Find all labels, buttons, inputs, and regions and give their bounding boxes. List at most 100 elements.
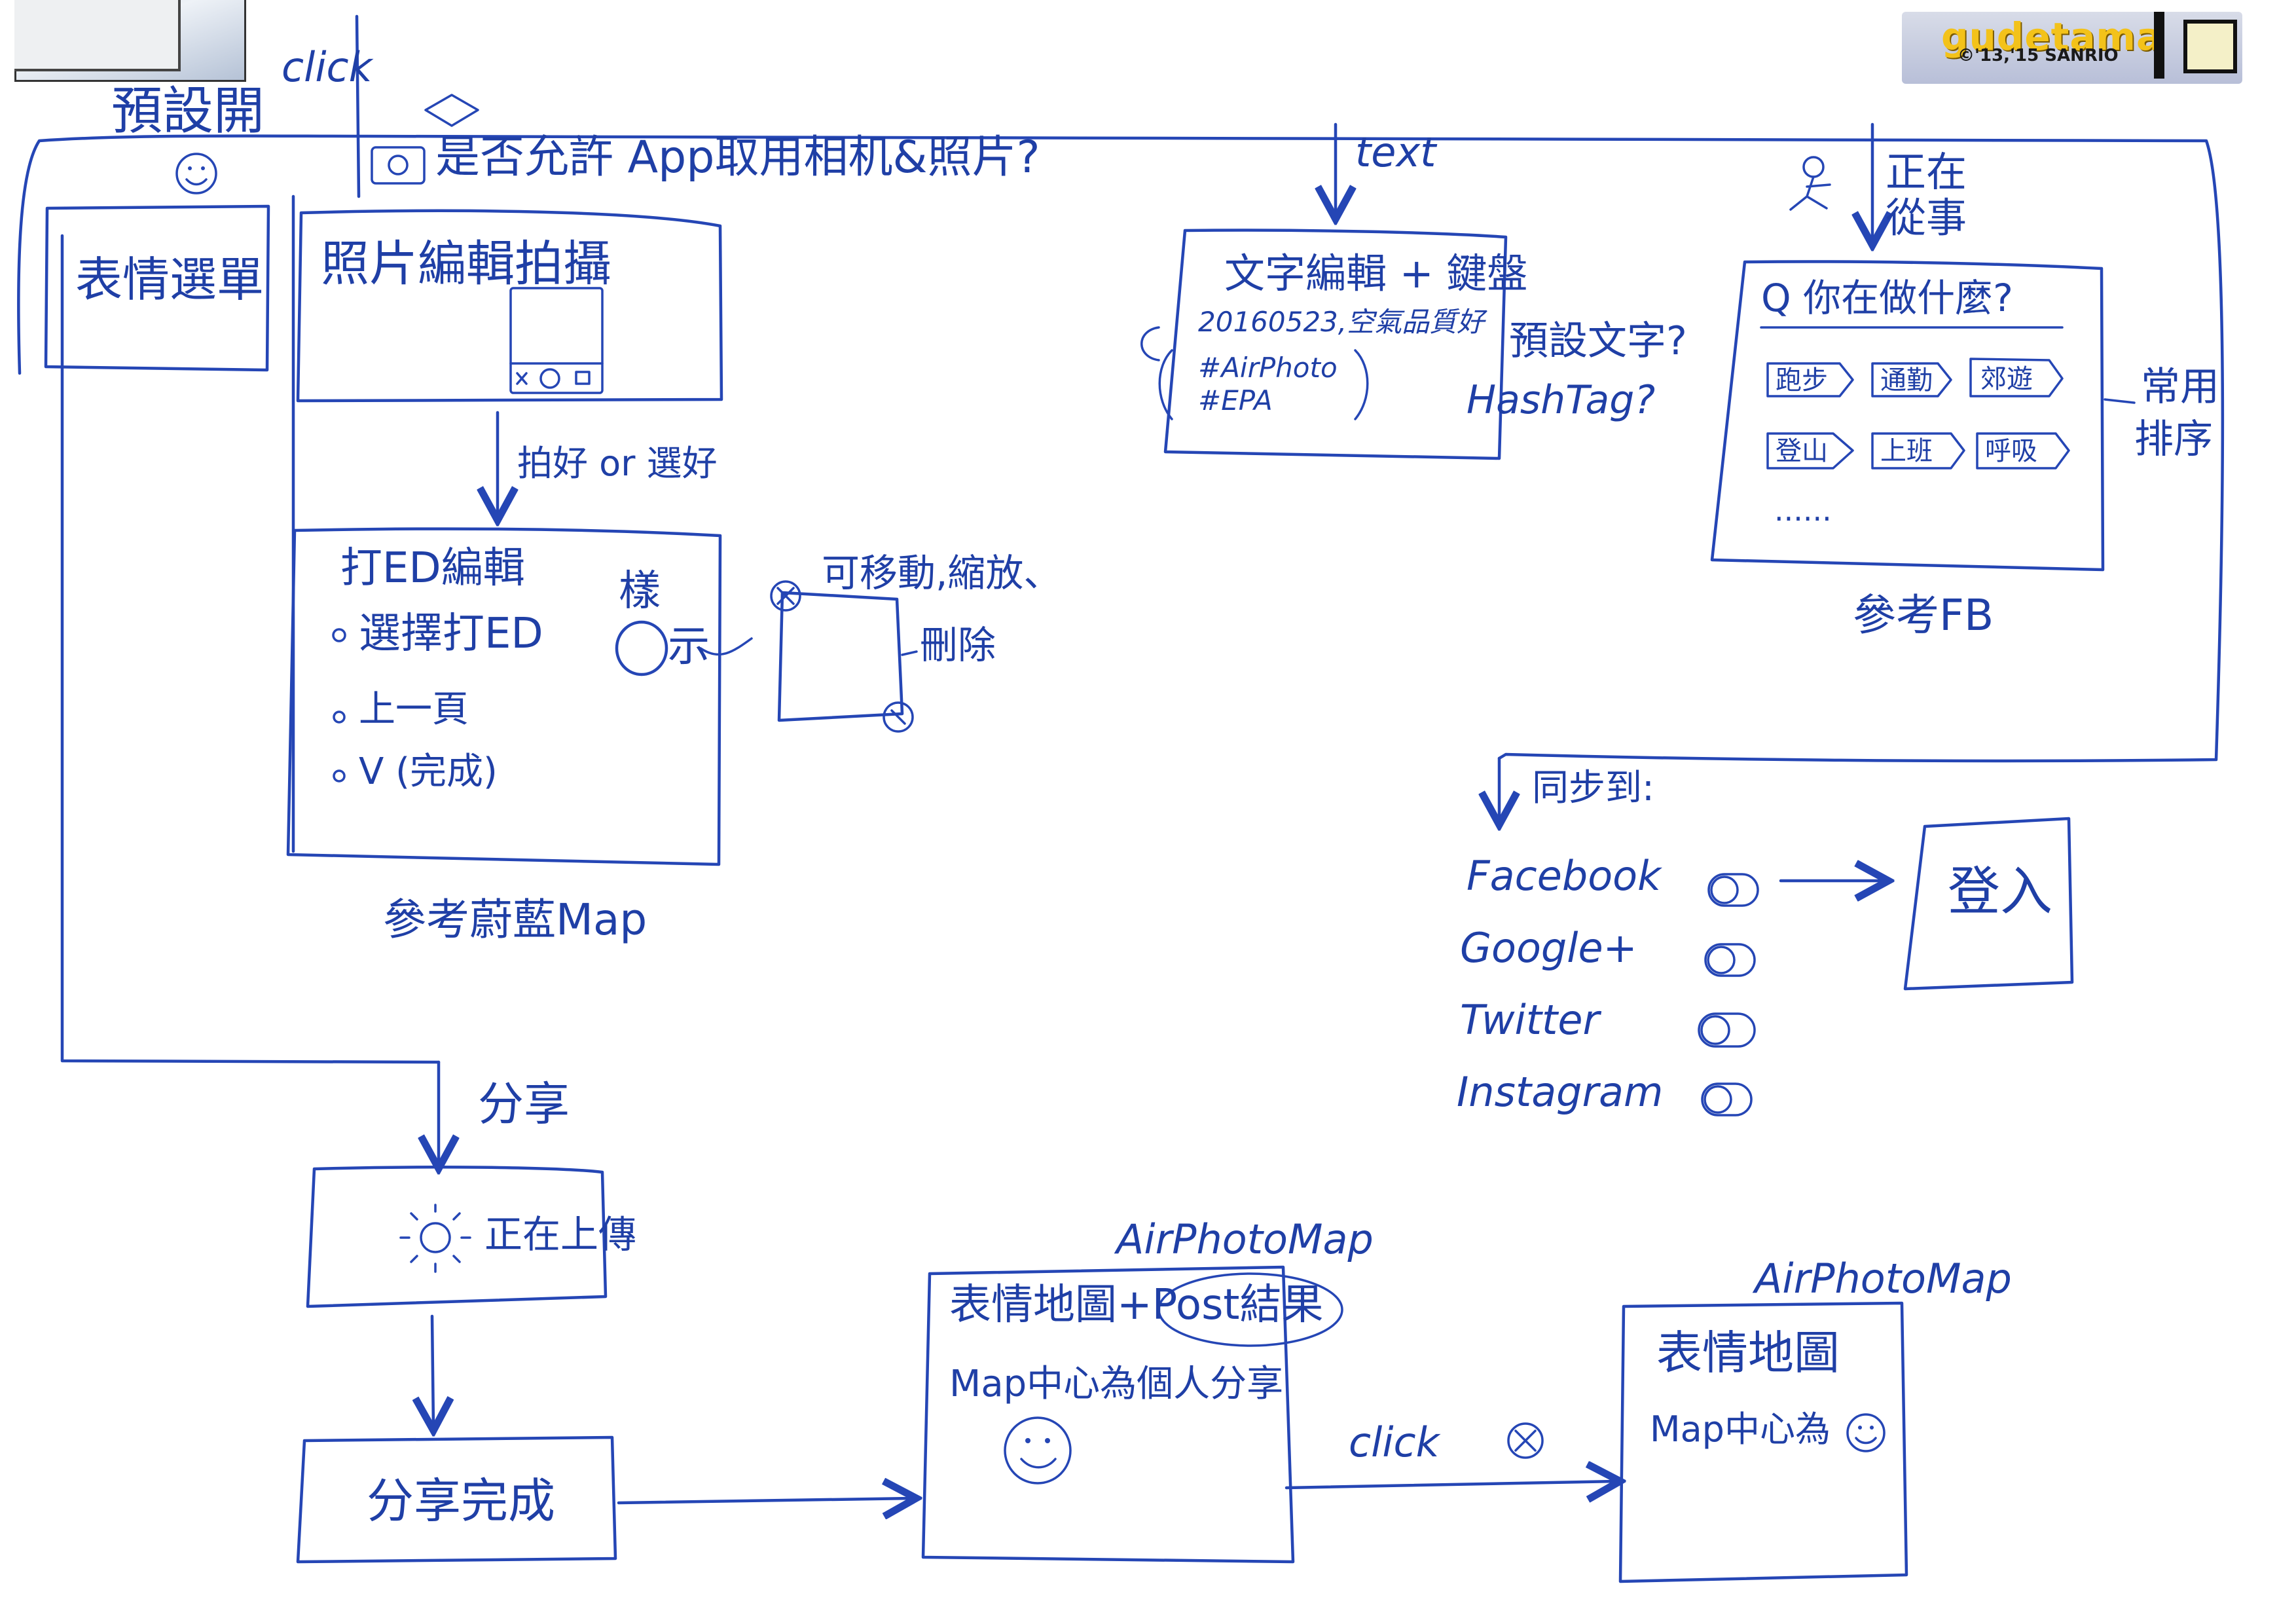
common-sort-1: 常用 xyxy=(2141,364,2219,410)
stamp-option-done: V (完成) xyxy=(359,750,498,793)
stamp-option-back: 上一頁 xyxy=(359,688,469,731)
logo-copyright: ©'13,'15 SANRIO xyxy=(1958,46,2119,65)
camera-preview xyxy=(509,287,604,394)
spinner-icon xyxy=(420,1222,451,1253)
activity-outing: 郊遊 xyxy=(1980,364,2033,394)
photo-edit-title: 照片編輯拍攝 xyxy=(321,236,611,292)
default-text-question: 預設文字? xyxy=(1509,318,1687,364)
map-box xyxy=(1618,1301,1908,1583)
activity-commute: 通勤 xyxy=(1880,365,1933,396)
airphotomap-title-1: AirPhotoMap xyxy=(1116,1215,1374,1263)
activity-more: ...... xyxy=(1774,492,1832,528)
toggle-facebook xyxy=(1707,873,1759,907)
ref-map-label: 參考蔚藍Map xyxy=(383,895,647,945)
default-text-line: 20160523,空氣品質好 xyxy=(1198,306,1485,338)
click-label-bottom: click xyxy=(1349,1418,1440,1466)
person-icon xyxy=(1802,156,1825,178)
logo-square xyxy=(2183,20,2237,73)
login-box xyxy=(1903,817,2074,991)
bullet-3 xyxy=(333,769,346,783)
stamp-option-select: 選擇打ED xyxy=(359,610,543,658)
delete-pointer xyxy=(901,650,918,656)
act-tag-1 xyxy=(1766,362,1854,397)
map-post-box xyxy=(921,1265,1295,1564)
uploading-label: 正在上傳 xyxy=(484,1212,637,1257)
post-result-circle xyxy=(1157,1272,1343,1347)
hashtag-paren-r xyxy=(1354,349,1369,420)
login-label: 登入 xyxy=(1948,861,2052,922)
toggle-twitter xyxy=(1698,1012,1756,1048)
left-return-line xyxy=(60,234,441,1064)
sns-instagram: Instagram xyxy=(1457,1068,1664,1116)
cancel-icon xyxy=(516,372,528,385)
main-flow-loop xyxy=(17,134,2225,763)
sns-google: Google+ xyxy=(1460,924,1637,972)
emoji-menu-box xyxy=(44,204,270,372)
text-edit-title: 文字編輯 + 鍵盤 xyxy=(1224,249,1528,297)
arrow-done xyxy=(432,1314,433,1428)
activity-search: Q 你在做什麼? xyxy=(1761,276,2013,320)
activity-work: 上班 xyxy=(1880,436,1933,466)
preset-smiley-icon xyxy=(175,153,217,194)
airphotomap-title-2: AirPhotoMap xyxy=(1755,1255,2012,1302)
stamp-edit-box xyxy=(286,527,722,866)
map-center-label: Map中心為 xyxy=(1650,1409,1831,1450)
sticker-resize-icon xyxy=(883,701,914,733)
sample-scribble xyxy=(615,620,668,676)
logo-divider xyxy=(2154,12,2164,79)
corner-device-screen xyxy=(14,0,181,71)
sns-toggles xyxy=(1698,873,1759,1116)
smiley-icon xyxy=(1004,1416,1072,1485)
activity-run: 跑步 xyxy=(1776,365,1828,396)
hashtag-paren-l xyxy=(1158,349,1173,420)
sample-label-2: 示 xyxy=(668,623,710,671)
share-label: 分享 xyxy=(478,1077,570,1131)
sample-label-1: 樣 xyxy=(619,567,661,616)
doing-label-1: 正在 xyxy=(1886,148,1967,196)
arrow-close xyxy=(1285,1481,1617,1488)
act-tag-4 xyxy=(1766,432,1854,470)
map-center-share: Map中心為個人分享 xyxy=(949,1363,1284,1405)
take-or-select-label: 拍好 or 選好 xyxy=(517,443,718,484)
share-done-label: 分享完成 xyxy=(367,1473,556,1528)
emoji-map-post: 表情地圖+Post結果 xyxy=(949,1281,1324,1329)
emoji-map-title: 表情地圖 xyxy=(1656,1326,1840,1380)
sns-facebook: Facebook xyxy=(1467,852,1662,900)
sort-connector xyxy=(2104,398,2136,404)
gallery-icon xyxy=(575,371,591,385)
stamp-edit-title: 打ED編輯 xyxy=(340,544,525,593)
activity-hiking: 登山 xyxy=(1776,436,1828,466)
sticker-frame xyxy=(777,591,904,722)
act-tag-2 xyxy=(1871,362,1952,397)
sns-twitter: Twitter xyxy=(1460,996,1600,1044)
emoji-menu-title: 表情選單 xyxy=(75,252,264,307)
toggle-instagram xyxy=(1701,1082,1753,1116)
act-tag-6 xyxy=(1976,432,2070,470)
bullet-1 xyxy=(332,628,346,642)
act-tag-3 xyxy=(1969,358,2064,397)
sticker-delete-icon xyxy=(770,580,801,612)
movable-scale-label: 可移動,縮放、 xyxy=(822,551,1062,595)
bullet-2 xyxy=(333,710,346,724)
preset-open-label: 預設開 xyxy=(111,82,265,141)
smiley-small-icon xyxy=(1846,1413,1886,1452)
hashtag-airphoto: #AirPhoto xyxy=(1198,352,1338,384)
ref-fb-label: 參考FB xyxy=(1853,590,1994,640)
permission-diamond xyxy=(424,94,479,127)
text-arrow-label: text xyxy=(1355,128,1436,176)
hashtag-question: HashTag? xyxy=(1467,377,1656,423)
arrow-to-map xyxy=(617,1498,913,1503)
toggle-google xyxy=(1704,943,1756,977)
photo-edit-box xyxy=(296,209,723,403)
act-tag-5 xyxy=(1871,432,1965,470)
refresh-arc xyxy=(1140,326,1160,361)
hashtag-epa: #EPA xyxy=(1198,384,1273,416)
activity-box xyxy=(1710,260,2105,572)
share-done-box xyxy=(296,1435,617,1564)
text-edit-box xyxy=(1163,229,1508,460)
shutter-icon xyxy=(539,368,560,389)
common-sort-2: 排序 xyxy=(2134,416,2213,462)
close-icon xyxy=(1507,1422,1544,1459)
sync-to-label: 同步到: xyxy=(1532,767,1654,809)
